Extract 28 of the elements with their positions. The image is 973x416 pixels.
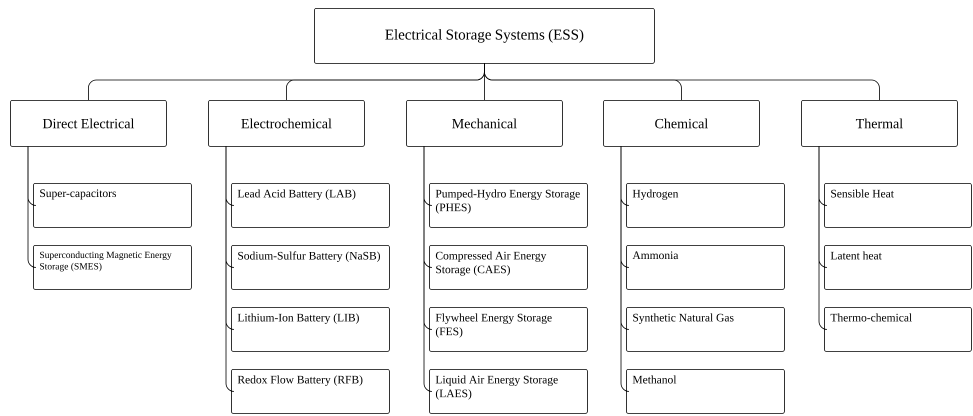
item-box: Sensible Heat: [824, 183, 972, 228]
item-box: Super-capacitors: [33, 183, 192, 228]
item-box: Redox Flow Battery (RFB): [231, 369, 390, 414]
item-box: Thermo-chemical: [824, 307, 972, 352]
category-box: Direct Electrical: [10, 100, 167, 147]
item-box: Superconducting Magnetic Energy Storage (SMES): [33, 245, 192, 290]
item-box: Sodium-Sulfur Battery (NaSB): [231, 245, 390, 290]
item-box: Synthetic Natural Gas: [626, 307, 785, 352]
item-box: Hydrogen: [626, 183, 785, 228]
connector-line: [818, 146, 828, 330]
connector-line: [226, 146, 234, 392]
item-box: Lithium-Ion Battery (LIB): [231, 307, 390, 352]
item-box: Methanol: [626, 369, 785, 414]
item-box: Ammonia: [626, 245, 785, 290]
connector-line: [484, 63, 880, 100]
title-box: Electrical Storage Systems (ESS): [314, 8, 655, 64]
item-box: Liquid Air Energy Storage (LAES): [429, 369, 588, 414]
category-box: Mechanical: [406, 100, 563, 147]
item-box: Latent heat: [824, 245, 972, 290]
category-box: Electrochemical: [208, 100, 365, 147]
item-box: Flywheel Energy Storage (FES): [429, 307, 588, 352]
connector-line: [620, 146, 630, 392]
category-box: Thermal: [801, 100, 958, 147]
connector-line: [424, 146, 432, 392]
item-box: Pumped-Hydro Energy Storage (PHES): [429, 183, 588, 228]
item-box: Lead Acid Battery (LAB): [231, 183, 390, 228]
item-box: Compressed Air Energy Storage (CAES): [429, 245, 588, 290]
category-box: Chemical: [603, 100, 760, 147]
